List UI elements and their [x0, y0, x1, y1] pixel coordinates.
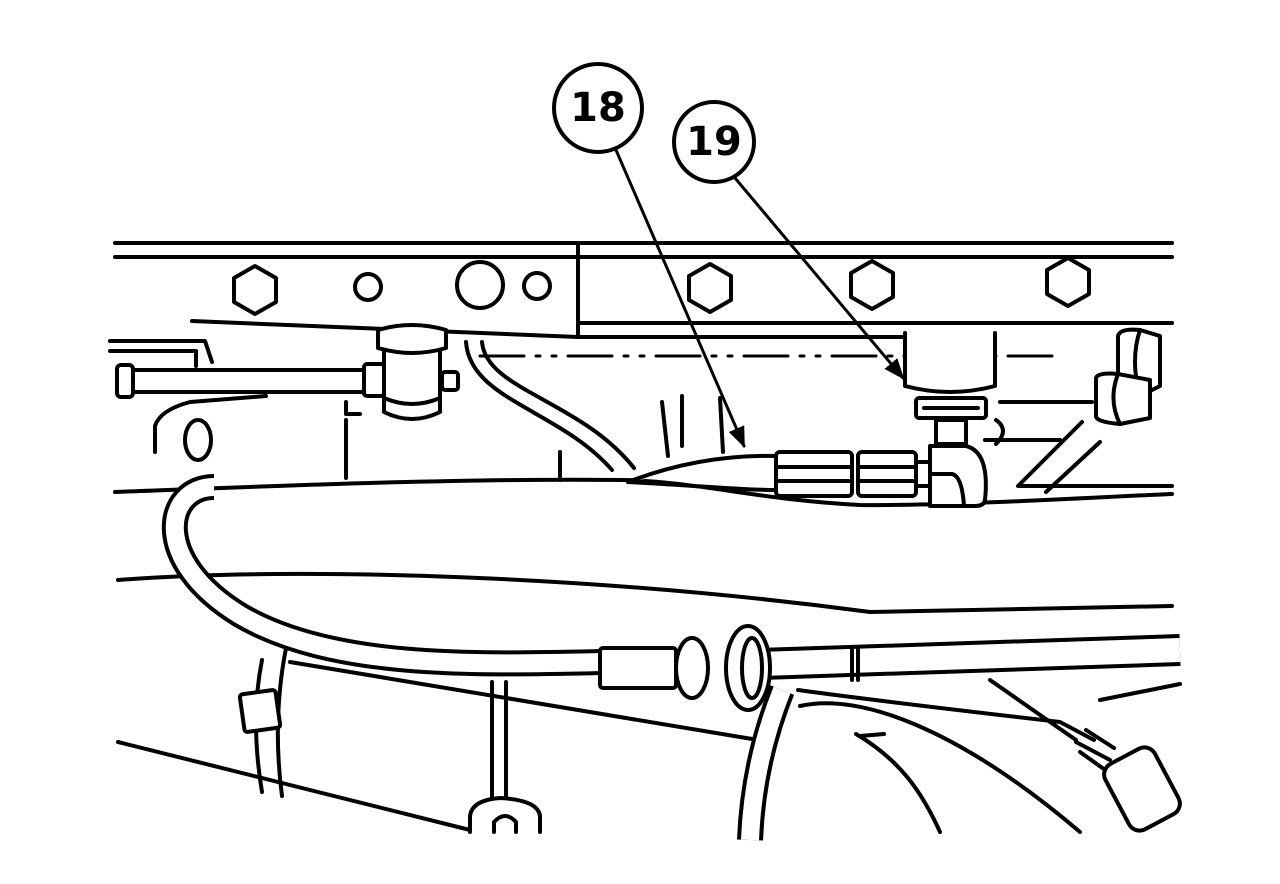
plate-hole-small-2 [522, 271, 552, 301]
filter-clamp [237, 688, 283, 734]
bolt-row [232, 256, 1091, 316]
mounting-plate [108, 241, 580, 368]
leader-19 [733, 176, 905, 380]
control-rod-end-cap [115, 363, 135, 399]
valve-body [382, 348, 442, 421]
main-hose [161, 474, 1181, 682]
harness-wire-1 [796, 688, 1096, 742]
left-valve-assembly [115, 323, 636, 472]
callout-18: 18 [552, 62, 644, 154]
connector-sleeve [598, 646, 678, 690]
connector-pigtail [1074, 728, 1116, 774]
connector-grommet-small [674, 636, 710, 700]
valve-nub [440, 370, 460, 392]
hex-bolt-3 [849, 259, 895, 311]
hose-connector [598, 624, 772, 712]
harness-wire-5 [1098, 682, 1182, 702]
filter-canister [116, 646, 772, 834]
support-line-3 [660, 400, 670, 458]
valve-side-nut [362, 362, 386, 398]
fuel-line-18 [626, 450, 934, 498]
filter-bottom-edge [116, 740, 472, 832]
frame-rail [113, 241, 1174, 358]
line-18-hex-flats-2 [856, 465, 918, 483]
line-18-hex-flats-1 [774, 465, 854, 483]
harness-wire-2 [798, 701, 1082, 834]
hex-bolt-1 [232, 264, 278, 316]
right-fittings [1094, 327, 1162, 426]
plate-left-bracket-upper [108, 339, 214, 364]
hose-right-fill [759, 638, 1181, 676]
fitting-19 [903, 331, 1005, 508]
line-18-tube-bottom [626, 480, 778, 492]
harness-wire-6 [858, 732, 886, 738]
harness-tube [737, 685, 795, 841]
right-bracket-diagonal-inner [1044, 440, 1102, 494]
line-18-tube-top [626, 453, 778, 484]
right-bracket-diagonal [1016, 420, 1174, 488]
leader-18 [614, 148, 746, 448]
connector-grommet-inner [740, 636, 764, 700]
under-rail-structure [153, 394, 1174, 494]
connector-housing [1102, 745, 1182, 833]
harness-wire-4 [988, 678, 1078, 742]
valve-ring [382, 396, 442, 406]
hose-right-band [850, 646, 860, 682]
line-18-hex-fitting-1 [774, 450, 854, 498]
plate-left-bracket-lower [108, 349, 198, 368]
callout-18-label: 18 [570, 85, 626, 131]
hex-bolt-4 [1045, 256, 1091, 308]
electrical-connector [1074, 728, 1182, 833]
harness-tube-fill [741, 686, 791, 841]
callout-18-circle [552, 62, 644, 154]
plate-hole-large [455, 260, 505, 310]
line-18-hex-fitting-2 [856, 450, 918, 498]
wiring-harness [796, 678, 1182, 834]
fitting-19-body [903, 331, 997, 394]
harness-wire-3 [854, 732, 942, 834]
callout-19-circle [672, 100, 756, 184]
callout-19-label: 19 [686, 119, 742, 165]
filter-top-edge [288, 660, 772, 744]
callout-19: 19 [672, 100, 756, 184]
filter-bracket-post [490, 680, 508, 802]
plate-hole-small-1 [353, 272, 383, 302]
support-corner [344, 400, 362, 416]
leader-lines [614, 148, 905, 448]
left-clip [153, 394, 268, 454]
valve-cap [376, 323, 448, 355]
support-line-5 [718, 396, 725, 454]
fitting-19-elbow-bend [928, 472, 966, 508]
right-fitting-lower-end [1111, 372, 1122, 426]
main-hose-fill [165, 478, 603, 673]
fitting-19-side-stud [994, 418, 1005, 446]
valve-hose-inner [480, 340, 636, 470]
hex-bolt-2 [687, 262, 733, 314]
filter-bracket-slot [492, 814, 518, 834]
right-fitting-lower [1094, 371, 1152, 426]
valve-hose-outer [464, 340, 614, 472]
left-clip-stud [183, 418, 213, 462]
fitting-19-stem [934, 418, 968, 446]
